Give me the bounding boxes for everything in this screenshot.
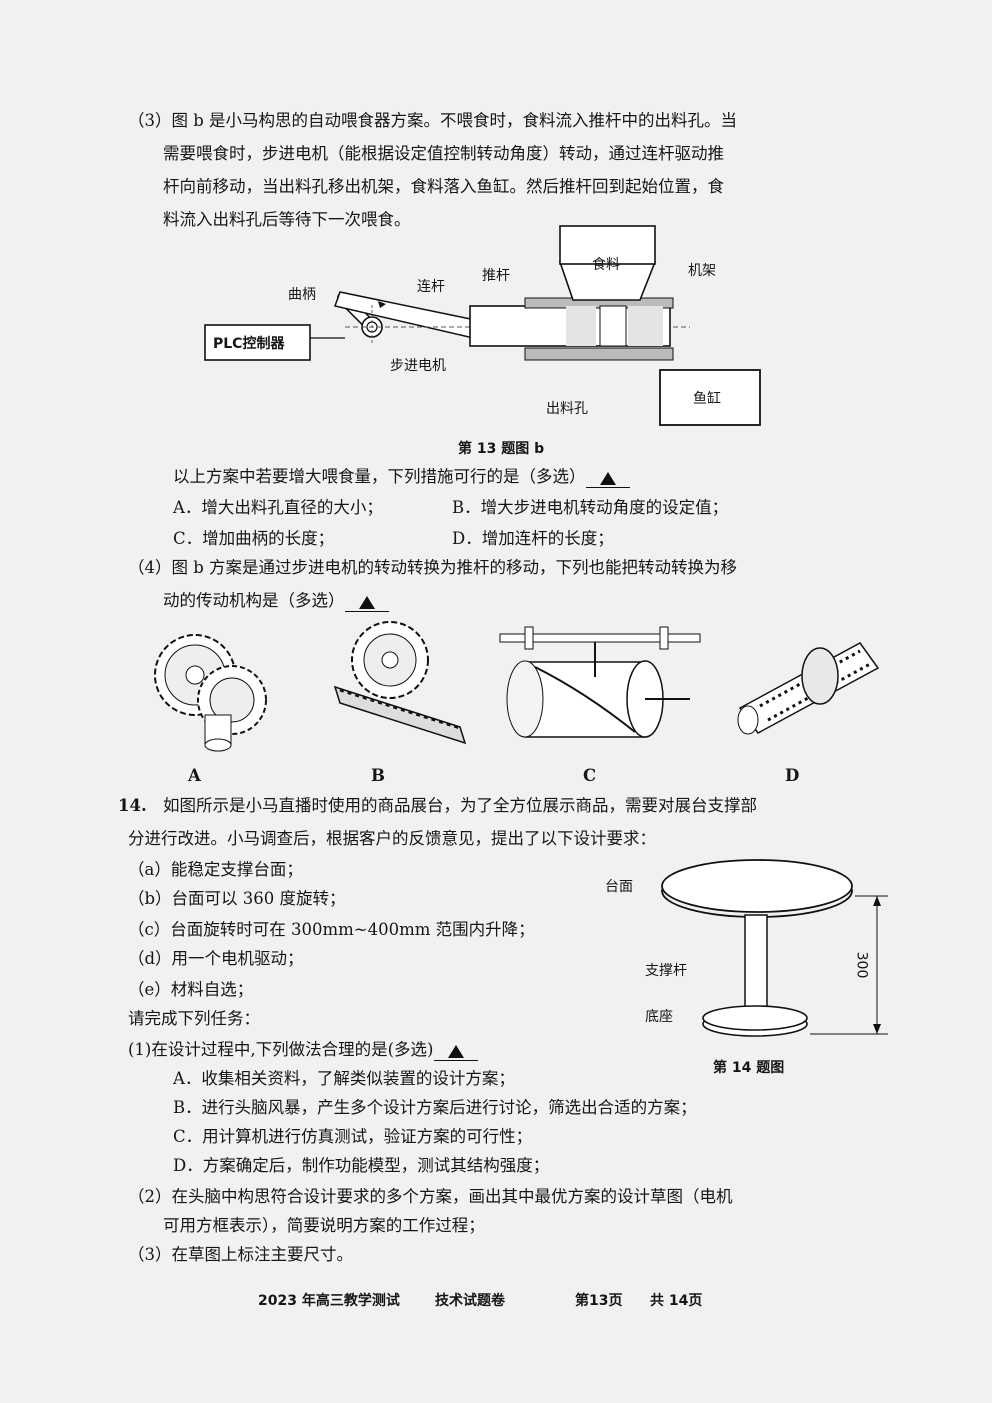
footer-total-pages: 共 14页 xyxy=(650,1293,703,1309)
label-tank: 鱼缸 xyxy=(693,391,721,407)
q13-p4-line2: 动的传动机构是（多选） xyxy=(163,590,389,612)
footer-paper: 技术试题卷 xyxy=(435,1293,505,1309)
q14-task1-option-d: D．方案确定后，制作功能模型，测试其结构强度； xyxy=(173,1156,550,1175)
q14-task2-line2: 可用方框表示），简要说明方案的工作过程； xyxy=(163,1216,485,1235)
mechanism-label-b: B xyxy=(371,766,385,785)
q13-option-d: D．增加连杆的长度； xyxy=(452,529,614,548)
label-frame: 机架 xyxy=(688,263,716,279)
q14-task1: (1)在设计过程中,下列做法合理的是(多选) xyxy=(128,1039,478,1061)
q14-task1-option-c: C．用计算机进行仿真测试，验证方案的可行性； xyxy=(173,1127,533,1146)
q13-option-b: B．增大步进电机转动角度的设定值； xyxy=(452,498,729,517)
q14-task1-option-b: B．进行头脑风暴，产生多个设计方案后进行讨论，筛选出合适的方案； xyxy=(173,1098,697,1117)
label-pushrod: 推杆 xyxy=(482,268,510,284)
label-feed: 食料 xyxy=(592,257,620,273)
q13-option-a: A．增大出料孔直径的大小； xyxy=(173,498,383,517)
label-hole: 出料孔 xyxy=(546,401,588,417)
q13-option-c: C．增加曲柄的长度； xyxy=(173,529,335,548)
label-plc: PLC控制器 xyxy=(213,336,285,352)
label-crank: 曲柄 xyxy=(288,287,316,303)
label-motor: 步进电机 xyxy=(390,358,446,374)
q14-req-a: （a）能稳定支撑台面； xyxy=(128,860,303,879)
q14-task3: （3）在草图上标注主要尺寸。 xyxy=(128,1245,353,1264)
q13-p4-line1: （4）图 b 方案是通过步进电机的转动转换为推杆的移动，下列也能把转动转换为移 xyxy=(128,558,738,577)
q14-task2-line1: （2）在头脑中构思符合设计要求的多个方案，画出其中最优方案的设计草图（电机 xyxy=(128,1187,733,1206)
label-link: 连杆 xyxy=(417,279,445,295)
q14-task1-option-a: A．收集相关资料，了解类似装置的设计方案； xyxy=(173,1069,515,1088)
mechanism-a-gear-pair xyxy=(154,634,267,752)
footer-page: 第13页 xyxy=(575,1293,623,1309)
answer-blank-triangle-icon xyxy=(599,472,616,485)
mechanism-d-lead-screw xyxy=(737,642,880,735)
q14-req-d: （d）用一个电机驱动； xyxy=(128,949,304,968)
q13-p3-line3: 杆向前移动，当出料孔移出机架，食料落入鱼缸。然后推杆回到起始位置，食 xyxy=(163,177,724,196)
q14-req-b: （b）台面可以 360 度旋转； xyxy=(128,889,346,908)
footer-exam: 2023 年高三教学测试 xyxy=(258,1293,400,1309)
q13-p3-line2: 需要喂食时，步进电机（能根据设定值控制转动角度）转动，通过连杆驱动推 xyxy=(163,144,724,163)
mechanism-b-rack-pinion xyxy=(333,621,467,745)
q13-question-intro: 以上方案中若要增大喂食量，下列措施可行的是（多选） xyxy=(173,466,630,488)
q13-p3-line4: 料流入出料孔后等待下一次喂食。 xyxy=(163,210,411,229)
q14-line1: 如图所示是小马直播时使用的商品展台，为了全方位展示商品，需要对展台支撑部 xyxy=(163,796,757,815)
fig14-label-base: 底座 xyxy=(645,1009,673,1025)
fig13b-caption: 第 13 题图 b xyxy=(458,441,545,457)
answer-blank-triangle-icon xyxy=(447,1045,464,1058)
q14-number: 14. xyxy=(118,796,147,815)
mechanism-label-c: C xyxy=(583,766,597,785)
answer-blank-triangle-icon xyxy=(358,596,375,609)
fig14-dimension-300: 300 xyxy=(853,951,870,979)
mechanism-c-cam-cylinder xyxy=(499,626,701,738)
mechanism-label-d: D xyxy=(785,766,800,785)
q14-req-c: （c）台面旋转时可在 300mm~400mm 范围内升降； xyxy=(128,920,535,939)
fig14-label-top: 台面 xyxy=(605,879,633,895)
q13-p3-line1: （3）图 b 是小马构思的自动喂食器方案。不喂食时，食料流入推杆中的出料孔。当 xyxy=(128,111,738,130)
fig14-label-rod: 支撑杆 xyxy=(645,963,687,979)
q14-task-intro: 请完成下列任务： xyxy=(128,1009,260,1028)
fig14-caption: 第 14 题图 xyxy=(713,1060,785,1076)
q14-line2: 分进行改进。小马调查后，根据客户的反馈意见，提出了以下设计要求： xyxy=(128,829,656,848)
mechanism-label-a: A xyxy=(188,766,201,785)
q14-req-e: （e）材料自选； xyxy=(128,980,254,999)
